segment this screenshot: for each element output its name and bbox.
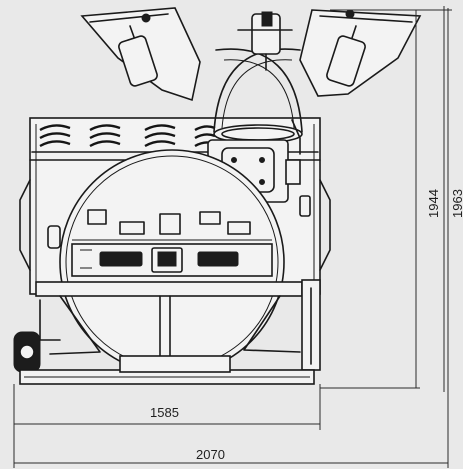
dim-1963-label: 1963 <box>450 189 463 218</box>
panel-display-left <box>99 251 143 267</box>
cross-beam <box>35 281 303 297</box>
left-chute-arc <box>213 48 301 133</box>
panel-switch <box>157 251 177 267</box>
dim-1585-label: 1585 <box>150 405 179 420</box>
right-chute-arc <box>215 48 303 133</box>
panel-display-right <box>197 251 239 267</box>
dim-2070-label: 2070 <box>196 447 225 462</box>
main-drum <box>59 149 285 375</box>
dimension-annotations: 1585 2070 1944 1963 <box>13 6 463 468</box>
chute-assembly <box>80 7 422 155</box>
undercarriage <box>13 279 321 385</box>
dim-1944-label: 1944 <box>426 189 441 218</box>
